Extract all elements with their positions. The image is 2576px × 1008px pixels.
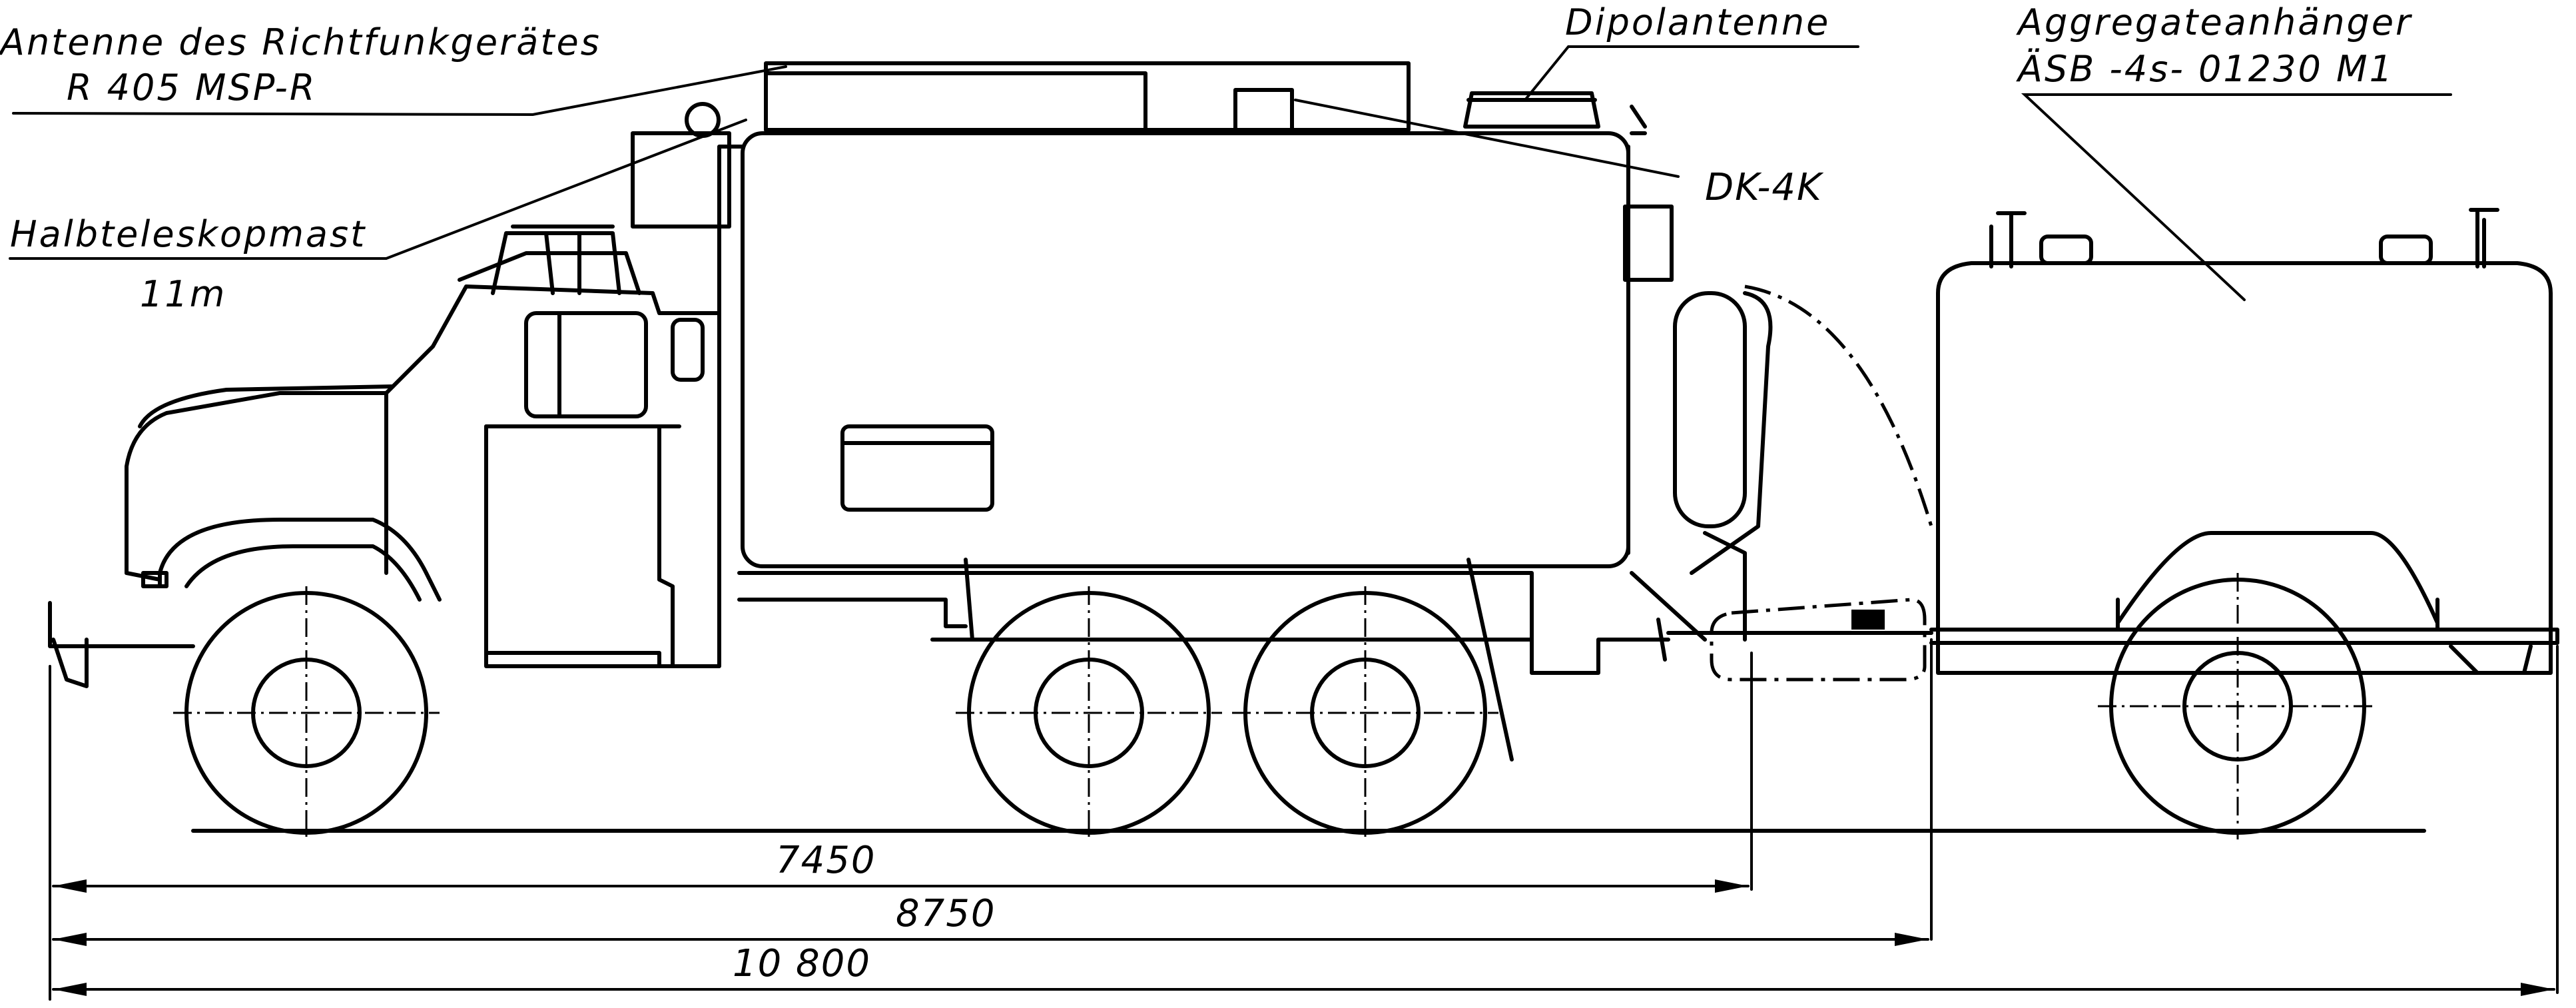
dimension-8750: 8750 bbox=[52, 892, 1929, 946]
dimension-10800: 10 800 bbox=[52, 942, 2555, 996]
exhaust-pipe bbox=[1690, 291, 1773, 575]
rear-wheel-2 bbox=[1232, 586, 1498, 839]
dimension-lines: 7450 8750 10 800 bbox=[49, 638, 2559, 1001]
tank-cap-left bbox=[2039, 235, 2093, 265]
shelter-hatch bbox=[840, 424, 994, 512]
front-fender-inner bbox=[184, 544, 422, 602]
dimension-10800-label: 10 800 bbox=[733, 942, 871, 985]
swing-arc-dashed bbox=[1744, 284, 1933, 527]
dk-antenna-leader bbox=[1294, 99, 1680, 178]
drawbar-fuel-tank-dashed bbox=[1710, 598, 1927, 682]
front-wheel bbox=[173, 586, 440, 839]
dimension-7450: 7450 bbox=[52, 839, 1750, 893]
front-fender bbox=[158, 518, 442, 602]
shelter-front-frame bbox=[717, 145, 745, 582]
generator-trailer-title: Aggregateanhänger bbox=[2016, 1, 2412, 43]
shelter-rear-box bbox=[1623, 205, 1674, 282]
cab-door bbox=[484, 424, 675, 668]
headlight-box bbox=[141, 571, 168, 588]
exhaust-stack bbox=[1673, 291, 1747, 528]
cab-window bbox=[524, 311, 648, 418]
generator-trailer-model: ÄSB -4s- 01230 M1 bbox=[2016, 48, 2394, 90]
label-dipole-antenna: Dipolantenne bbox=[1524, 1, 1859, 101]
dimension-7450-label: 7450 bbox=[776, 839, 876, 882]
mast-base bbox=[631, 131, 731, 229]
label-telescopic-mast: Halbteleskopmast 11m bbox=[9, 119, 747, 315]
side-mirror bbox=[671, 318, 705, 382]
radio-antenna-title: Antenne des Richtfunkgerätes bbox=[0, 21, 601, 63]
drawbar-latch bbox=[1851, 610, 1885, 630]
cab-roof bbox=[458, 251, 641, 295]
label-radio-antenna: Antenne des Richtfunkgerätes R 405 MSP-R bbox=[0, 21, 787, 117]
generator-trailer-leader bbox=[2021, 93, 2452, 301]
tank-vent-left bbox=[1989, 211, 2027, 268]
hood-top-line bbox=[138, 384, 395, 428]
trailer-tank-body bbox=[1936, 261, 2553, 675]
label-generator-trailer: Aggregateanhänger ÄSB -4s- 01230 M1 bbox=[2016, 1, 2452, 301]
dipole-antenna-box bbox=[1463, 91, 1600, 129]
mast-pulley bbox=[685, 102, 721, 138]
dimension-8750-label: 8750 bbox=[896, 892, 996, 935]
towing-eye bbox=[1610, 618, 1667, 662]
rear-wheel-1 bbox=[956, 586, 1222, 839]
chassis-step bbox=[737, 598, 968, 628]
trailer-fender-legs bbox=[2116, 598, 2439, 632]
dk-antenna-box bbox=[1233, 88, 1294, 132]
cab-outline bbox=[384, 284, 721, 668]
cab-roof-rack bbox=[491, 231, 621, 295]
shelter-body bbox=[741, 131, 1630, 568]
trailer bbox=[1610, 208, 2559, 839]
label-dk-antenna: DK-4K bbox=[1294, 99, 1824, 209]
truck bbox=[48, 61, 1773, 839]
tank-vent-right bbox=[2469, 208, 2499, 268]
radio-antenna-leader bbox=[12, 65, 787, 117]
telescopic-mast-title: Halbteleskopmast bbox=[10, 213, 366, 255]
engine-hood bbox=[125, 391, 388, 575]
roof-box bbox=[764, 71, 1147, 132]
bumper-hook bbox=[51, 638, 89, 688]
side-struts bbox=[964, 558, 1514, 761]
dipole-antenna-leader bbox=[1524, 45, 1859, 101]
chassis-rail bbox=[737, 571, 1670, 675]
dimension-extension-lines bbox=[49, 638, 2559, 1001]
telescopic-mast-leader bbox=[9, 119, 747, 260]
trailer-frame bbox=[1929, 628, 2559, 645]
dk-antenna-title: DK-4K bbox=[1705, 166, 1824, 209]
tank-cap-right bbox=[2379, 235, 2433, 265]
hood-front bbox=[125, 531, 162, 582]
trailer-fender bbox=[2116, 531, 2439, 625]
trailer-wheel bbox=[2098, 573, 2378, 839]
telescopic-mast-height: 11m bbox=[140, 273, 226, 315]
rear-hook bbox=[1630, 105, 1647, 135]
radio-antenna-model: R 405 MSP-R bbox=[67, 67, 316, 109]
trailer-rear-bracket bbox=[2449, 644, 2533, 675]
dipole-antenna-title: Dipolantenne bbox=[1565, 1, 1830, 43]
front-bumper bbox=[48, 601, 195, 648]
